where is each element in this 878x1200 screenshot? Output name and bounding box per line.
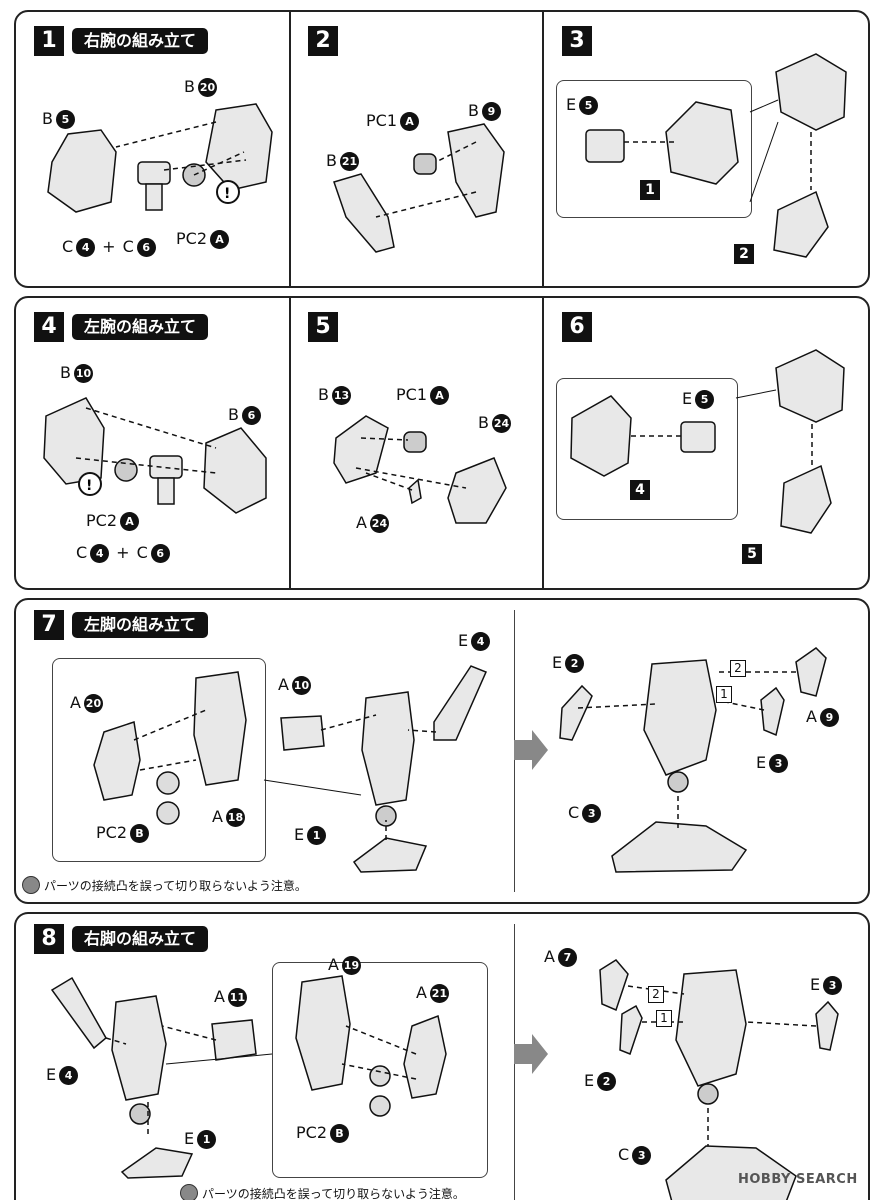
step-number: 8 xyxy=(34,924,64,954)
divider xyxy=(289,298,291,588)
svg-text:!: ! xyxy=(86,478,92,494)
order-marker-2: 2 xyxy=(728,660,748,677)
caution-icon xyxy=(22,876,40,894)
step-number: 7 xyxy=(34,610,64,640)
watermark: HOBBY SEARCH xyxy=(738,1172,858,1187)
caution-note: パーツの接続凸を誤って切り取らないよう注意。 xyxy=(22,876,307,894)
step-3-illustration xyxy=(585,53,847,258)
step-number: 4 xyxy=(34,312,64,342)
divider xyxy=(289,12,291,286)
step-title: 右脚の組み立て xyxy=(72,926,209,952)
order-marker-1: 1 xyxy=(654,1010,674,1027)
step-number: 5 xyxy=(308,312,338,342)
step-title: 左脚の組み立て xyxy=(72,612,209,638)
step-7-illustration xyxy=(93,647,827,873)
step-2-illustration xyxy=(333,123,505,253)
step-title: 左腕の組み立て xyxy=(72,314,209,340)
step-8-illustration xyxy=(50,959,839,1200)
step-4-illustration: ! xyxy=(43,397,267,514)
step-1-illustration: ! xyxy=(47,103,273,213)
caution-icon xyxy=(180,1184,198,1200)
subassembly-marker-4: 4 xyxy=(630,480,650,500)
divider xyxy=(542,12,544,286)
order-marker-1: 1 xyxy=(714,686,734,703)
subassembly-marker-2: 2 xyxy=(734,244,754,264)
step-number: 1 xyxy=(34,26,64,56)
step-6-illustration xyxy=(570,349,845,534)
step-number: 2 xyxy=(308,26,338,56)
order-marker-2: 2 xyxy=(646,986,666,1003)
subassembly-marker-1: 1 xyxy=(640,180,660,200)
svg-text:!: ! xyxy=(224,186,230,202)
subassembly-marker-5: 5 xyxy=(742,544,762,564)
step-7-panel: 7 左脚の組み立て xyxy=(14,598,870,904)
step-5-illustration xyxy=(333,415,507,524)
step-title: 右腕の組み立て xyxy=(72,28,209,54)
step-number: 3 xyxy=(562,26,592,56)
caution-note: パーツの接続凸を誤って切り取らないよう注意。 xyxy=(180,1184,465,1200)
step-8-panel: 8 右脚の組み立て xyxy=(14,912,870,1200)
step-number: 6 xyxy=(562,312,592,342)
divider xyxy=(542,298,544,588)
